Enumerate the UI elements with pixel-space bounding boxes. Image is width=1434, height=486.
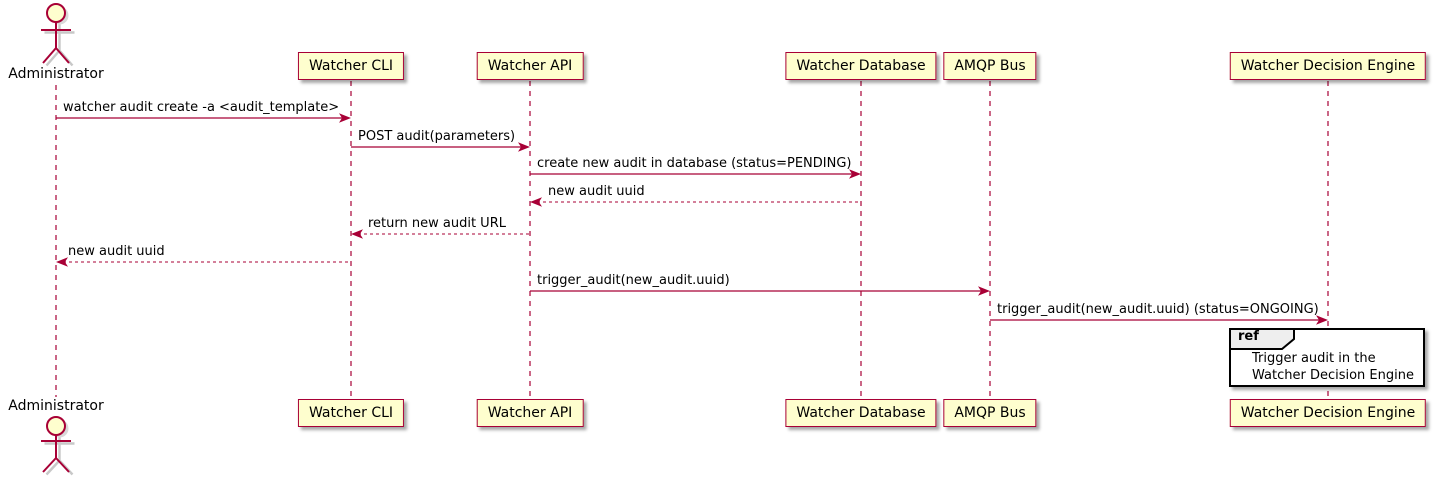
ref-text-line2: Watcher Decision Engine xyxy=(1252,368,1414,383)
actor-body xyxy=(41,435,71,473)
message-label-3: create new audit in database (status=PEN… xyxy=(537,156,852,171)
message-label-6: new audit uuid xyxy=(68,244,165,259)
actor-administrator-bottom xyxy=(41,416,71,473)
participant-box-amqp-bus-top: AMQP Bus xyxy=(943,52,1037,80)
ref-text-line1: Trigger audit in the xyxy=(1252,351,1376,366)
ref-tab: ref xyxy=(1229,328,1297,350)
participant-box-amqp-bus-bottom: AMQP Bus xyxy=(943,399,1037,427)
ref-fragment: ref Trigger audit in the Watcher Decisio… xyxy=(1229,328,1425,387)
arrowhead-1 xyxy=(339,113,351,123)
message-label-8: trigger_audit(new_audit.uuid) (status=ON… xyxy=(997,302,1319,317)
message-label-7: trigger_audit(new_audit.uuid) xyxy=(537,273,730,288)
arrowhead-7 xyxy=(978,286,990,296)
actor-body xyxy=(41,22,71,64)
participant-box-watcher-decision-engine-top: Watcher Decision Engine xyxy=(1229,52,1427,80)
actor-head xyxy=(46,3,66,23)
message-label-1: watcher audit create -a <audit_template> xyxy=(63,100,340,115)
arrowhead-6 xyxy=(56,257,68,267)
ref-keyword: ref xyxy=(1238,329,1259,344)
message-label-4: new audit uuid xyxy=(548,184,645,199)
participant-box-watcher-database-bottom: Watcher Database xyxy=(785,399,937,427)
arrowhead-2 xyxy=(518,142,530,152)
participant-box-watcher-cli-bottom: Watcher CLI xyxy=(297,399,405,427)
lifelines xyxy=(55,81,1329,397)
message-label-2: POST audit(parameters) xyxy=(358,129,516,144)
participant-box-watcher-database-top: Watcher Database xyxy=(785,52,937,80)
ref-tab-shape xyxy=(1229,328,1295,350)
participant-box-watcher-decision-engine-bottom: Watcher Decision Engine xyxy=(1229,399,1427,427)
arrowhead-4 xyxy=(530,197,542,207)
arrowhead-5 xyxy=(351,229,363,239)
actor-administrator-top xyxy=(41,3,71,64)
arrowhead-3 xyxy=(849,169,861,179)
arrowhead-8 xyxy=(1316,315,1328,325)
participant-box-watcher-api-top: Watcher API xyxy=(476,52,584,80)
participant-box-watcher-api-bottom: Watcher API xyxy=(476,399,584,427)
message-arrows: Watcher API (dashed) --> Watcher CLI (da… xyxy=(56,113,1328,325)
message-label-5: return new audit URL xyxy=(368,216,506,231)
actor-head xyxy=(46,416,66,436)
actor-label-administrator-top: Administrator xyxy=(8,66,104,82)
participant-box-watcher-cli-top: Watcher CLI xyxy=(297,52,405,80)
actor-label-administrator-bottom: Administrator xyxy=(8,398,104,414)
